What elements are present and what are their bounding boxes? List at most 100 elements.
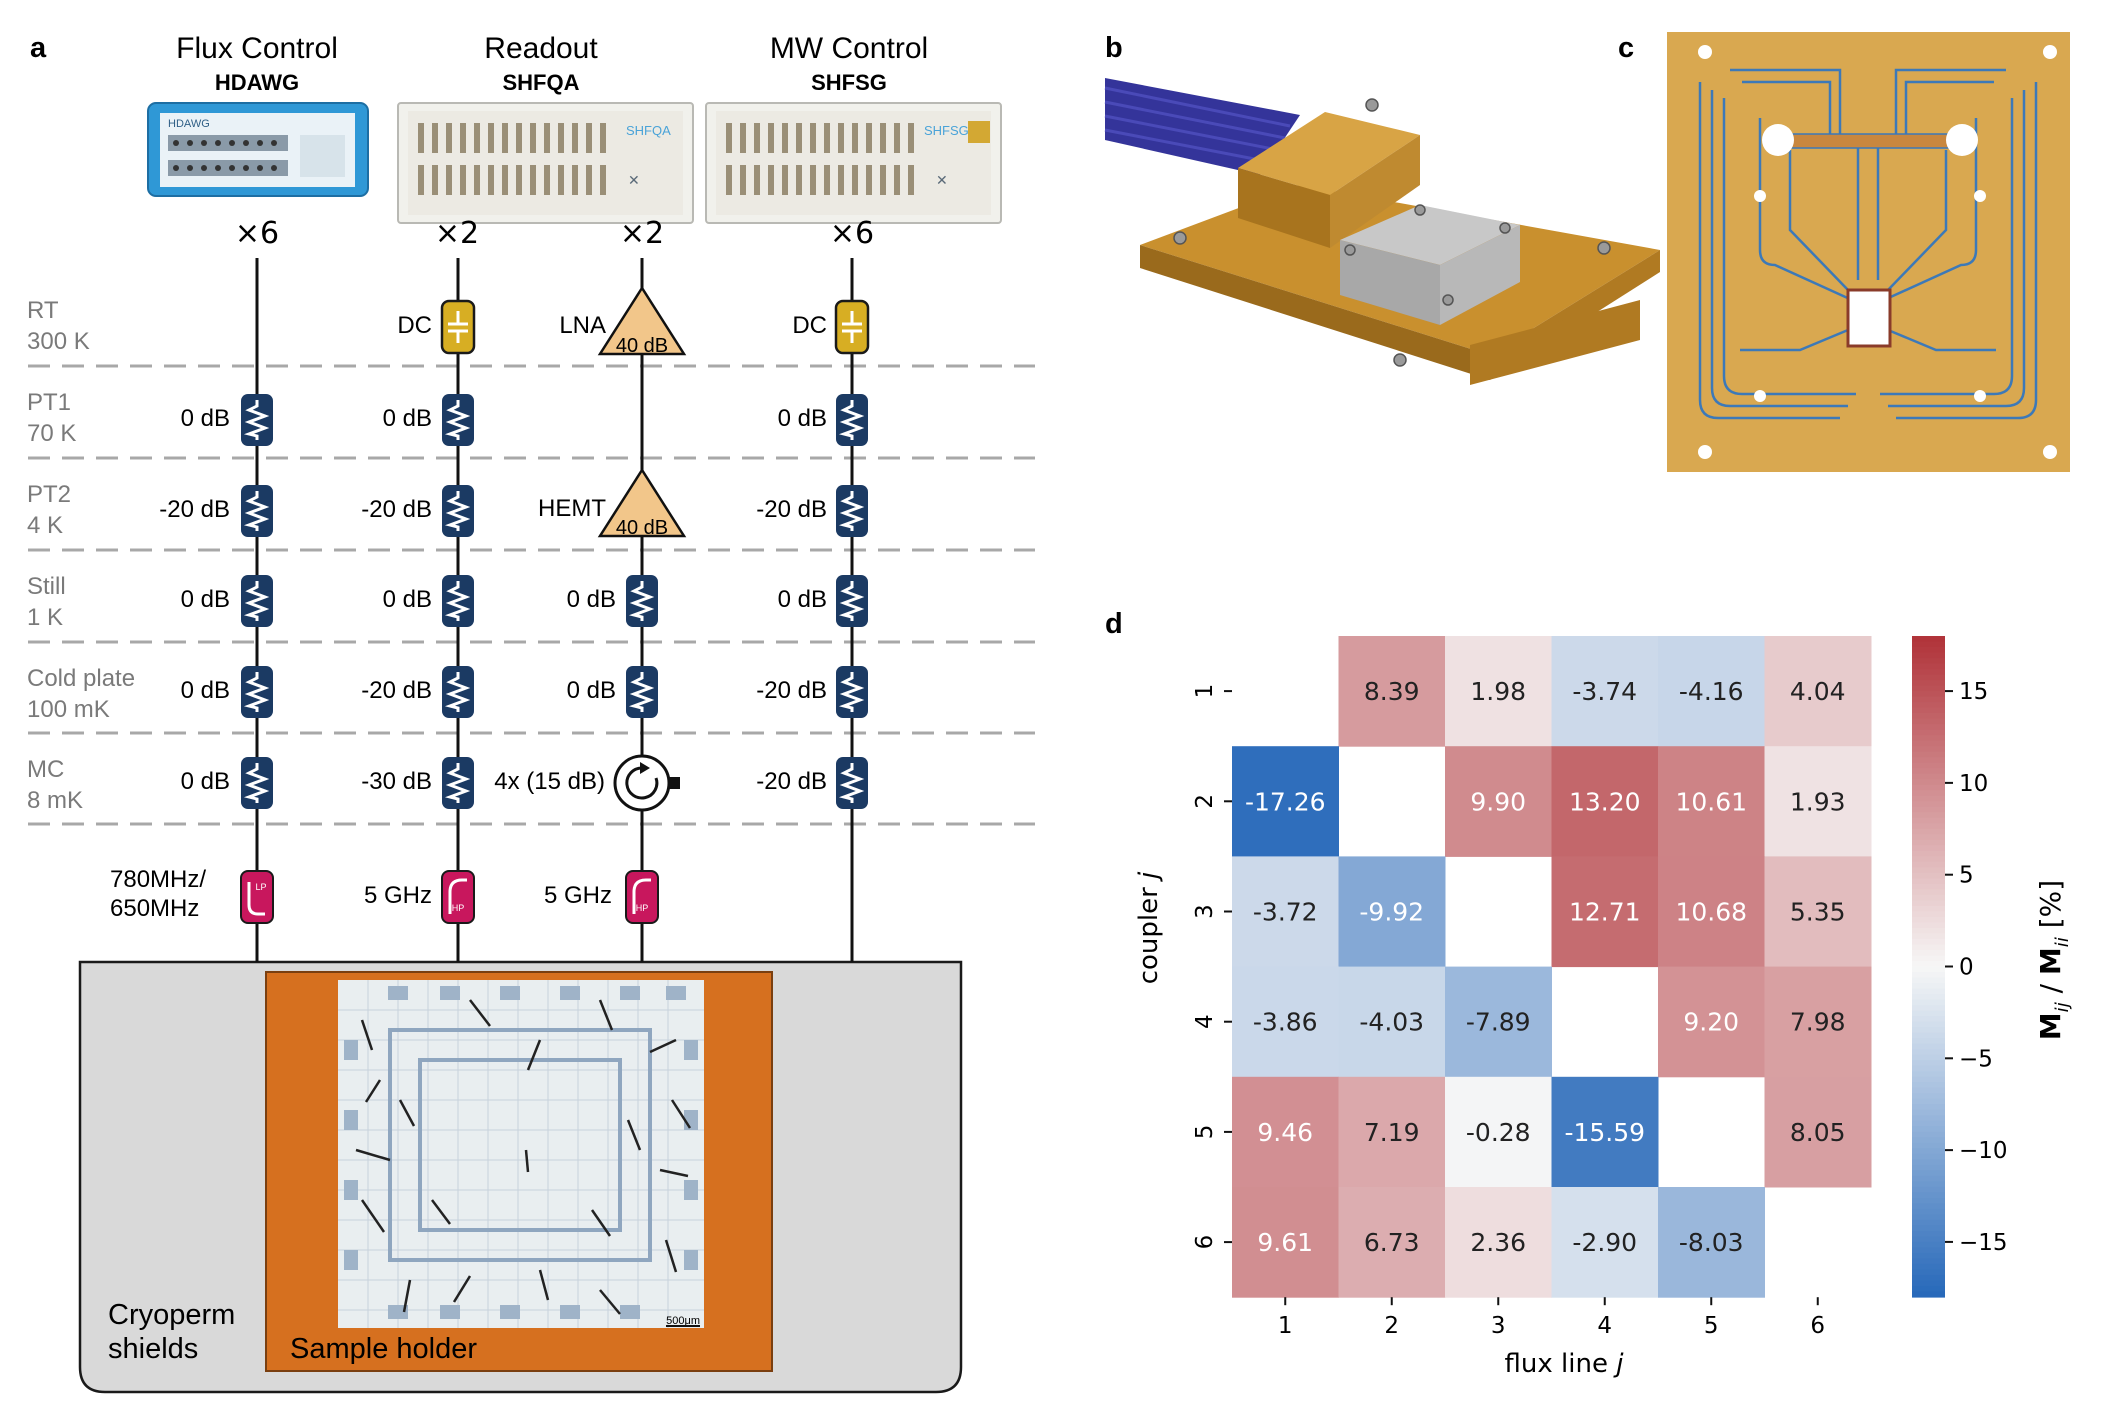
colorbar-tick-label: 5 xyxy=(1959,863,1974,889)
colorbar-segment xyxy=(1912,1269,1945,1276)
colorbar-segment xyxy=(1912,1049,1945,1056)
colorbar-segment xyxy=(1912,905,1945,913)
readout-in-filter-label: 5 GHz xyxy=(544,882,612,909)
attenuator-icon xyxy=(624,664,660,720)
heatmap-cell-label: 1.93 xyxy=(1790,787,1846,816)
heatmap-cell xyxy=(1551,856,1659,968)
cryoperm-label-line2: shields xyxy=(108,1333,198,1365)
colorbar-segment xyxy=(1912,966,1945,973)
colorbar-segment xyxy=(1912,1010,1945,1017)
lna-label: LNA xyxy=(559,312,606,339)
colorbar-segment xyxy=(1912,1241,1945,1249)
lna-gain-label: 40 dB xyxy=(616,335,668,357)
colorbar-segment xyxy=(1912,1071,1945,1078)
attenuator-icon xyxy=(440,392,476,448)
colorbar-segment xyxy=(1912,960,1945,968)
readout-out-att-label: 0 dB xyxy=(383,586,432,613)
colorbar-segment xyxy=(1912,1291,1945,1298)
colorbar-segment xyxy=(1912,806,1945,813)
heatmap-cell xyxy=(1764,1076,1872,1188)
colorbar-segment xyxy=(1912,972,1945,979)
svg-text:✕: ✕ xyxy=(628,172,640,188)
heatmap-cell-label: 10.61 xyxy=(1675,787,1747,816)
heatmap-cell xyxy=(1338,1187,1446,1298)
colorbar-segment xyxy=(1912,658,1945,665)
x-axis-label-symbol: j xyxy=(1613,1349,1624,1379)
colorbar-segment xyxy=(1912,1137,1945,1144)
heatmap-cell xyxy=(1764,746,1872,857)
colorbar-segment xyxy=(1912,911,1945,918)
colorbar-tick-label: −10 xyxy=(1959,1138,2008,1164)
colorbar-segment xyxy=(1912,1093,1945,1100)
scale-bar-label: 500μm xyxy=(666,1315,700,1327)
attenuator-icon xyxy=(239,573,275,629)
readout-out-dc-label: DC xyxy=(397,312,432,339)
stage-still-name: Still xyxy=(27,573,66,600)
shfqa-instrument-image: SHFQA ✕ xyxy=(397,102,694,224)
colorbar-segment xyxy=(1912,812,1945,819)
x-tick-label: 6 xyxy=(1810,1313,1825,1339)
heatmap-cell xyxy=(1232,1076,1339,1188)
colorbar-segment xyxy=(1912,1131,1945,1138)
heatmap-cell-label: 2.36 xyxy=(1470,1228,1526,1257)
attenuator-icon xyxy=(440,755,476,811)
colorbar-segment xyxy=(1912,1115,1945,1122)
colorbar-segment xyxy=(1912,1230,1945,1238)
colorbar-segment xyxy=(1912,872,1945,879)
colorbar-segment xyxy=(1912,773,1945,780)
heatmap-cell-label: -15.59 xyxy=(1564,1118,1645,1147)
colorbar-segment xyxy=(1912,696,1945,703)
heatmap-cell xyxy=(1551,1076,1659,1188)
colorbar-segment xyxy=(1912,691,1945,698)
heatmap-cell xyxy=(1338,636,1446,747)
heatmap-cell-label: 7.19 xyxy=(1364,1118,1420,1147)
heatmap-cell xyxy=(1764,856,1872,968)
colorbar-tick-label: 10 xyxy=(1959,771,1988,797)
colorbar-tick-label: −5 xyxy=(1959,1046,1993,1072)
heatmap-cell-label: -7.89 xyxy=(1466,1008,1531,1037)
flux-att-label: 0 dB xyxy=(181,586,230,613)
colorbar-segment xyxy=(1912,861,1945,868)
heatmap-cell-label: 6.73 xyxy=(1364,1228,1420,1257)
colorbar-segment xyxy=(1912,1054,1945,1061)
heatmap-cell xyxy=(1232,746,1339,857)
mw-att-label: -20 dB xyxy=(756,677,827,704)
colorbar-segment xyxy=(1912,922,1945,929)
colorbar-segment xyxy=(1912,856,1945,863)
readout-out-att-label: 0 dB xyxy=(383,405,432,432)
stage-mc-temp: 8 mK xyxy=(27,787,83,814)
stage-separators xyxy=(28,364,1035,826)
readout-in-line: 40 dB LNA 40 dB HEMT 0 dB 0 dB 4x (15 dB… xyxy=(494,258,687,962)
heatmap-cell-label: 5.35 xyxy=(1790,898,1846,927)
panel-b: b xyxy=(1104,32,1660,385)
heatmap-cell xyxy=(1551,746,1659,857)
heatmap-cell-label: 13.20 xyxy=(1569,787,1641,816)
colorbar-segment xyxy=(1912,1280,1945,1287)
readout-in-still-att-label: 0 dB xyxy=(567,586,616,613)
attenuator-icon xyxy=(834,483,870,539)
mw-line: DC 0 dB -20 dB 0 dB -20 dB -20 dB xyxy=(756,258,870,962)
instrument-model-readout: SHFQA xyxy=(503,70,580,95)
stage-rt-temp: 300 K xyxy=(27,328,90,355)
x-tick-label: 3 xyxy=(1491,1313,1506,1339)
svg-text:LP: LP xyxy=(255,882,266,892)
heatmap-cell xyxy=(1338,1076,1446,1188)
svg-text:HP: HP xyxy=(636,903,649,913)
heatmap-cell xyxy=(1658,966,1765,1078)
colorbar-segment xyxy=(1912,817,1945,824)
readout-out-att-label: -20 dB xyxy=(361,496,432,523)
colorbar-segment xyxy=(1912,724,1945,731)
attenuator-icon xyxy=(440,664,476,720)
flux-filter-label-line2: 650MHz xyxy=(110,895,199,922)
readout-out-line: DC 0 dB -20 dB 0 dB -20 dB -30 dB HP 5 G… xyxy=(361,258,476,962)
colorbar-segment xyxy=(1912,994,1945,1001)
attenuator-icon xyxy=(624,573,660,629)
multiplicity-mw: ×6 xyxy=(830,216,874,251)
colorbar-segment xyxy=(1912,944,1945,951)
svg-text:HDAWG: HDAWG xyxy=(168,118,210,130)
colorbar-segment xyxy=(1912,900,1945,907)
colorbar-segment xyxy=(1912,751,1945,758)
colorbar-segment xyxy=(1912,652,1945,659)
colorbar-segment xyxy=(1912,713,1945,720)
stage-pt2-temp: 4 K xyxy=(27,512,63,539)
